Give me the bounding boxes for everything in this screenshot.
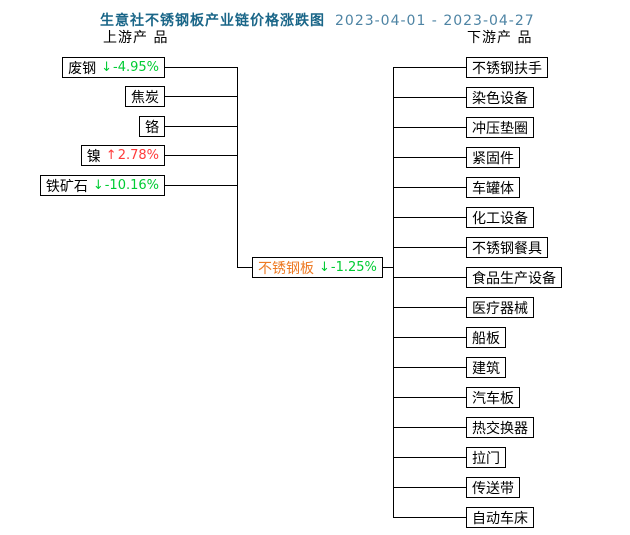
connector-line (394, 157, 466, 158)
upstream-product-box[interactable]: 焦炭 (125, 86, 165, 107)
downstream-product-label: 拉门 (472, 450, 500, 467)
upstream-product-change: ↓-10.16% (93, 178, 159, 193)
downstream-product-label: 化工设备 (472, 210, 528, 227)
downstream-product-box[interactable]: 自动车床 (466, 507, 534, 528)
down-arrow-icon: ↓ (319, 260, 330, 275)
upstream-product-box[interactable]: 镍 ↑2.78% (80, 145, 165, 166)
connector-line (394, 517, 466, 518)
downstream-product-label: 紧固件 (472, 150, 514, 167)
downstream-header: 下游产 品 (467, 30, 533, 46)
downstream-product-label: 船板 (472, 330, 500, 347)
down-arrow-icon: ↓ (92, 178, 104, 193)
connector-line (394, 457, 466, 458)
downstream-bus-line (393, 67, 394, 518)
upstream-product-change-value: -4.95% (113, 60, 159, 75)
downstream-product-box[interactable]: 化工设备 (466, 207, 534, 228)
upstream-product-label: 铬 (145, 119, 159, 136)
downstream-product-box[interactable]: 冲压垫圈 (466, 117, 534, 138)
downstream-product-box[interactable]: 车罐体 (466, 177, 520, 198)
downstream-product-label: 染色设备 (472, 90, 528, 107)
downstream-product-label: 自动车床 (472, 510, 528, 527)
chart-date-range: 2023-04-01 - 2023-04-27 (335, 13, 535, 29)
connector-line (237, 267, 252, 268)
downstream-product-box[interactable]: 传送带 (466, 477, 520, 498)
downstream-product-label: 冲压垫圈 (472, 120, 528, 137)
downstream-product-box[interactable]: 汽车板 (466, 387, 520, 408)
downstream-product-box[interactable]: 船板 (466, 327, 506, 348)
connector-line (165, 126, 237, 127)
upstream-header: 上游产 品 (103, 30, 169, 46)
center-node-label: 不锈钢板 (258, 260, 314, 277)
upstream-product-box[interactable]: 废钢 ↓-4.95% (62, 57, 165, 78)
up-arrow-icon: ↑ (105, 148, 117, 163)
connector-line (394, 127, 466, 128)
upstream-product-label: 废钢 (68, 60, 97, 77)
downstream-product-box[interactable]: 热交换器 (466, 417, 534, 438)
connector-line (394, 397, 466, 398)
downstream-product-label: 车罐体 (472, 180, 514, 197)
chart-title-text: 生意社不锈钢板产业链价格涨跌图 (100, 13, 325, 29)
connector-line (394, 307, 466, 308)
center-node-change: ↓ -1.25% (319, 260, 377, 275)
upstream-product-box[interactable]: 铬 (139, 116, 165, 137)
downstream-product-label: 不锈钢扶手 (472, 60, 542, 77)
upstream-product-box[interactable]: 铁矿石 ↓-10.16% (39, 175, 165, 196)
downstream-product-box[interactable]: 染色设备 (466, 87, 534, 108)
downstream-product-box[interactable]: 拉门 (466, 447, 506, 468)
downstream-product-label: 建筑 (472, 360, 500, 377)
center-node-change-value: -1.25% (330, 260, 377, 275)
chart-title: 生意社不锈钢板产业链价格涨跌图 2023-04-01 - 2023-04-27 (100, 10, 535, 30)
downstream-product-box[interactable]: 紧固件 (466, 147, 520, 168)
upstream-product-change-value: 2.78% (117, 148, 159, 163)
connector-line (165, 155, 237, 156)
down-arrow-icon: ↓ (101, 60, 112, 75)
connector-line (394, 67, 466, 68)
upstream-product-label: 镍 (86, 148, 101, 165)
connector-line (394, 337, 466, 338)
downstream-product-label: 不锈钢餐具 (472, 240, 542, 257)
upstream-product-label: 铁矿石 (45, 178, 88, 195)
upstream-product-change-value: -10.16% (104, 178, 159, 193)
downstream-product-label: 医疗器械 (472, 300, 528, 317)
upstream-product-change: ↑2.78% (106, 148, 159, 163)
center-node-stainless-steel-plate[interactable]: 不锈钢板 ↓ -1.25% (252, 257, 383, 278)
connector-line (165, 67, 237, 68)
downstream-product-label: 汽车板 (472, 390, 514, 407)
connector-line (394, 187, 466, 188)
connector-line (165, 96, 237, 97)
downstream-product-label: 传送带 (472, 480, 514, 497)
connector-line (394, 277, 466, 278)
upstream-bus-line (237, 67, 238, 268)
downstream-product-box[interactable]: 不锈钢餐具 (466, 237, 548, 258)
downstream-product-box[interactable]: 医疗器械 (466, 297, 534, 318)
upstream-product-label: 焦炭 (131, 89, 159, 106)
connector-line (394, 217, 466, 218)
connector-line (165, 185, 237, 186)
connector-line (394, 247, 466, 248)
downstream-product-box[interactable]: 建筑 (466, 357, 506, 378)
downstream-product-label: 食品生产设备 (472, 270, 556, 287)
connector-line (394, 367, 466, 368)
upstream-product-change: ↓-4.95% (101, 60, 159, 75)
downstream-product-label: 热交换器 (472, 420, 528, 437)
downstream-product-box[interactable]: 食品生产设备 (466, 267, 562, 288)
connector-line (394, 487, 466, 488)
connector-line (381, 267, 393, 268)
downstream-product-box[interactable]: 不锈钢扶手 (466, 57, 548, 78)
connector-line (394, 97, 466, 98)
connector-line (394, 427, 466, 428)
